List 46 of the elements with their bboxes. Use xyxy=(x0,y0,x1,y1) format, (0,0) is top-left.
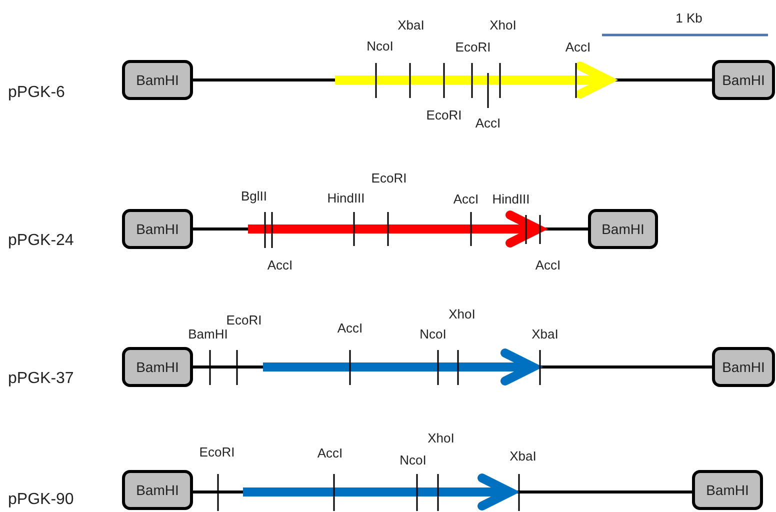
site-label: AccI xyxy=(475,116,501,130)
site-label: AccI xyxy=(317,446,343,460)
restriction-site-box xyxy=(122,470,193,510)
site-label: XbaI xyxy=(510,448,536,464)
restriction-site-box xyxy=(122,60,193,100)
restriction-site-box xyxy=(712,60,775,100)
site-label: XbaI xyxy=(532,326,558,342)
site-label: EcoRI xyxy=(426,108,462,122)
site-label: NcoI xyxy=(420,326,446,342)
site-label: BamHI xyxy=(602,221,644,237)
restriction-site-box xyxy=(588,209,658,249)
plasmid-name: pPGK-6 xyxy=(8,84,65,102)
plasmid-name: pPGK-90 xyxy=(8,491,74,509)
site-label: BamHI xyxy=(722,359,765,375)
site-label: BamHI xyxy=(722,72,765,88)
site-label: BamHI xyxy=(188,326,228,342)
site-label: BamHI xyxy=(136,359,179,375)
site-label: XhoI xyxy=(428,430,454,446)
site-label: HindIII xyxy=(327,190,365,206)
site-label: XhoI xyxy=(448,306,476,322)
site-label: BglII xyxy=(241,188,267,204)
site-label: AccI xyxy=(535,258,561,272)
restriction-site-box xyxy=(122,347,193,387)
restriction-site-box xyxy=(122,209,193,249)
site-label: AccI xyxy=(267,258,293,272)
site-label: HindIII xyxy=(492,192,530,206)
scale-label: 1 Kb xyxy=(676,10,702,26)
site-label: EcoRI xyxy=(199,444,235,460)
site-label: AccI xyxy=(453,192,479,206)
site-label: EcoRI xyxy=(371,170,407,186)
site-label: BamHI xyxy=(136,482,179,498)
site-label: BamHI xyxy=(136,72,179,88)
site-label: AccI xyxy=(565,40,591,54)
plasmid-name: pPGK-24 xyxy=(8,232,74,250)
site-label: BamHI xyxy=(136,221,179,237)
site-label: BamHI xyxy=(706,482,749,498)
site-label: AccI xyxy=(337,320,363,336)
plasmid-name: pPGK-37 xyxy=(8,370,74,388)
site-label: EcoRI xyxy=(226,312,262,328)
site-label: NcoI xyxy=(366,38,394,54)
site-label: XhoI xyxy=(490,18,516,32)
site-label: XbaI xyxy=(398,18,424,32)
site-label: NcoI xyxy=(400,452,426,468)
site-label: EcoRI xyxy=(455,40,491,54)
restriction-site-box xyxy=(692,470,763,510)
restriction-site-box xyxy=(712,347,775,387)
